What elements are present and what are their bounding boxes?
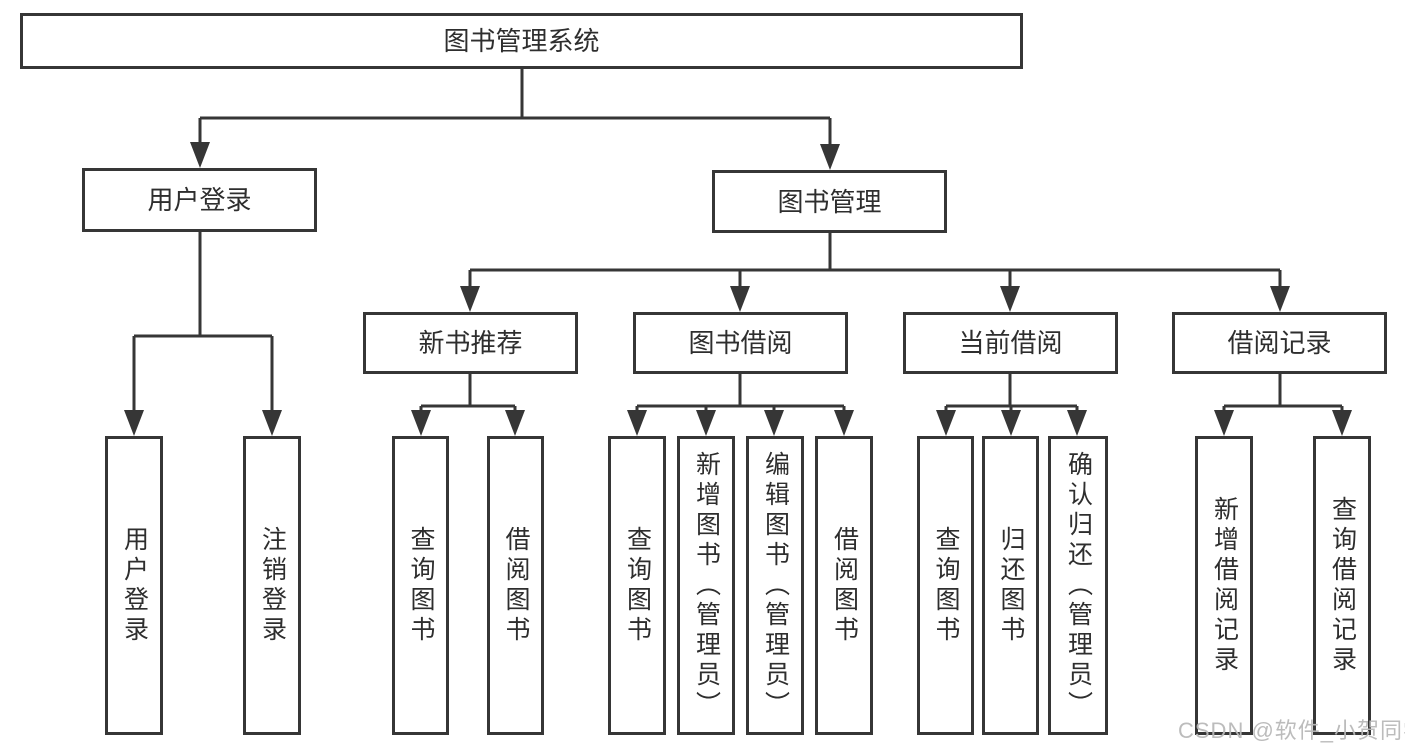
node-user-login: 用户登录 bbox=[82, 168, 317, 232]
leaf-recommend-query-book: 查询图书 bbox=[392, 436, 449, 735]
node-book-borrow: 图书借阅 bbox=[633, 312, 848, 374]
watermark: CSDN @软件_小贺同学 bbox=[1178, 718, 1405, 743]
leaf-current-confirm-return: 确认归还（管理员） bbox=[1048, 436, 1108, 735]
leaf-borrow-query-book: 查询图书 bbox=[608, 436, 666, 735]
node-borrow-record: 借阅记录 bbox=[1172, 312, 1387, 374]
leaf-borrow-add-book: 新增图书（管理员） bbox=[677, 436, 735, 735]
node-root: 图书管理系统 bbox=[20, 13, 1023, 69]
node-current-borrow: 当前借阅 bbox=[903, 312, 1118, 374]
leaf-borrow-borrow-book: 借阅图书 bbox=[815, 436, 873, 735]
node-new-book-recommend: 新书推荐 bbox=[363, 312, 578, 374]
connector-segments bbox=[132, 69, 1344, 412]
leaf-current-return-book: 归还图书 bbox=[982, 436, 1039, 735]
leaf-user-login: 用户登录 bbox=[105, 436, 163, 735]
node-book-management: 图书管理 bbox=[712, 170, 947, 233]
leaf-record-add-record: 新增借阅记录 bbox=[1195, 436, 1253, 735]
leaf-logout-login: 注销登录 bbox=[243, 436, 301, 735]
arrowheads bbox=[124, 142, 1352, 436]
leaf-recommend-borrow-book: 借阅图书 bbox=[487, 436, 544, 735]
leaf-record-query-record: 查询借阅记录 bbox=[1313, 436, 1371, 735]
leaf-borrow-edit-book: 编辑图书（管理员） bbox=[746, 436, 804, 735]
leaf-current-query-book: 查询图书 bbox=[917, 436, 974, 735]
